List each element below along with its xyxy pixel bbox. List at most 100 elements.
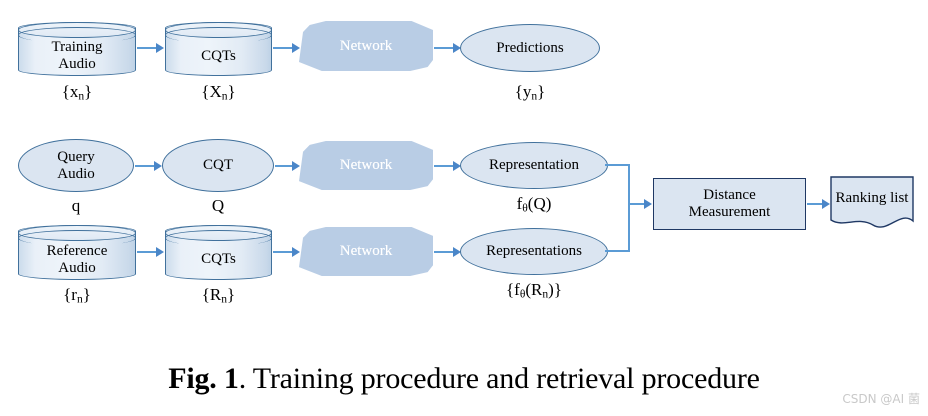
label-representation-theta: θ xyxy=(522,201,528,215)
node-distance-measurement: Distance Measurement xyxy=(653,178,806,230)
cylinder-rim-inner xyxy=(164,27,273,43)
label-representations-mid: (R xyxy=(525,280,543,299)
ranking-list-document-icon xyxy=(830,176,914,228)
arrow-reference-cqts-to-network xyxy=(273,251,295,253)
arrow-training-cqts-to-network xyxy=(273,47,295,49)
label-query-audio: q xyxy=(18,196,134,216)
figure-caption-text: . Training procedure and retrieval proce… xyxy=(238,362,760,395)
node-query-cqt-label: CQT xyxy=(203,157,233,174)
connector-merge-to-distance xyxy=(628,203,646,205)
node-training-predictions: Predictions xyxy=(460,24,600,72)
cylinder-rim-inner xyxy=(17,27,137,43)
label-training-audio-end: } xyxy=(84,82,93,101)
label-reference-audio-end: } xyxy=(82,285,91,304)
label-reference-cqts-text: {R xyxy=(201,285,222,304)
label-reference-cqts: {Rn} xyxy=(165,285,272,306)
node-query-audio-line2: Audio xyxy=(57,165,95,182)
arrow-head-reference-1 xyxy=(156,247,164,257)
label-query-representation: fθ(Q) xyxy=(460,194,608,215)
label-reference-audio-sub: n xyxy=(76,292,83,306)
arrow-head-query-3 xyxy=(453,161,461,171)
arrow-query-cqt-to-network xyxy=(275,165,295,167)
node-reference-audio-line2: Audio xyxy=(58,259,96,276)
node-reference-representations: Representations xyxy=(460,228,608,275)
label-predictions-text: {y xyxy=(514,82,532,101)
connector-representations-bottom xyxy=(605,250,630,252)
node-reference-network-label: Network xyxy=(339,243,393,259)
node-training-cqts: CQTs xyxy=(164,21,273,76)
arrow-head-distance-to-ranking xyxy=(822,199,830,209)
label-reference-cqts-end: } xyxy=(227,285,236,304)
node-training-predictions-label: Predictions xyxy=(496,39,564,56)
node-training-audio: Training Audio xyxy=(17,21,137,76)
arrow-head-training-2 xyxy=(292,43,300,53)
arrow-distance-to-ranking xyxy=(807,203,824,205)
node-distance-measurement-line1: Distance xyxy=(703,186,756,203)
label-predictions-sub: n xyxy=(531,89,538,103)
node-reference-representations-label: Representations xyxy=(486,243,582,260)
arrow-training-network-to-predictions xyxy=(434,47,456,49)
arrow-training-audio-to-cqts xyxy=(137,47,159,49)
node-query-audio: Query Audio xyxy=(18,139,134,192)
arrow-head-query-2 xyxy=(292,161,300,171)
node-query-network-label: Network xyxy=(339,157,393,173)
node-reference-audio-line1: Reference xyxy=(46,242,108,259)
label-training-audio-text: {x xyxy=(61,82,79,101)
label-query-cqt: Q xyxy=(162,196,274,216)
node-ranking-list-label: Ranking list xyxy=(835,190,909,206)
node-query-cqt: CQT xyxy=(162,139,274,192)
label-representations-end: )} xyxy=(548,280,562,299)
node-query-audio-line1: Query xyxy=(57,148,95,165)
label-representation-f: f xyxy=(516,194,523,213)
node-training-network-label: Network xyxy=(339,37,393,54)
figure-caption: Fig. 1. Training procedure and retrieval… xyxy=(0,362,928,396)
label-representations-theta: θ xyxy=(519,287,526,301)
arrow-head-reference-2 xyxy=(292,247,300,257)
label-query-audio-text: q xyxy=(71,196,81,215)
label-reference-representations: {fθ(Rn)} xyxy=(455,280,613,301)
node-distance-measurement-line2: Measurement xyxy=(688,204,771,220)
node-ranking-list: Ranking list xyxy=(830,176,914,232)
label-reference-audio: {rn} xyxy=(18,285,136,306)
node-training-audio-line2: Audio xyxy=(58,56,96,72)
label-predictions-end: } xyxy=(537,82,546,101)
node-reference-cqts: CQTs xyxy=(164,224,273,280)
label-predictions: {yn} xyxy=(460,82,600,103)
arrow-reference-network-to-representations xyxy=(434,251,456,253)
label-reference-cqts-sub: n xyxy=(221,292,228,306)
label-query-cqt-text: Q xyxy=(211,196,225,215)
arrow-head-merge-to-distance xyxy=(644,199,652,209)
label-training-cqts-end: } xyxy=(227,82,236,101)
figure-number: Fig. 1 xyxy=(168,362,239,395)
label-training-cqts: {Xn} xyxy=(165,82,272,103)
label-representations-f: {f xyxy=(506,280,520,299)
node-query-network: Network xyxy=(299,141,433,190)
node-training-cqts-label: CQTs xyxy=(201,47,236,64)
csdn-watermark: CSDN @AI 菌 xyxy=(842,392,920,406)
label-training-audio: {xn} xyxy=(18,82,136,103)
node-training-audio-line1: Training xyxy=(51,39,103,56)
arrow-head-reference-3 xyxy=(453,247,461,257)
arrow-head-query-1 xyxy=(154,161,162,171)
label-training-audio-sub: n xyxy=(78,89,85,103)
arrow-head-training-1 xyxy=(156,43,164,53)
arrow-head-training-3 xyxy=(453,43,461,53)
cylinder-rim-inner xyxy=(164,230,273,246)
label-reference-audio-text: {r xyxy=(63,285,77,304)
label-training-cqts-text: {X xyxy=(201,82,222,101)
label-representations-sub-n: n xyxy=(542,287,549,301)
arrow-reference-audio-to-cqts xyxy=(137,251,159,253)
arrow-query-network-to-representation xyxy=(434,165,456,167)
node-training-network: Network xyxy=(299,21,433,71)
connector-representation-top xyxy=(605,164,630,166)
node-query-representation: Representation xyxy=(460,142,608,189)
node-reference-cqts-label: CQTs xyxy=(201,251,236,268)
label-representation-arg: (Q) xyxy=(527,194,552,213)
connector-vertical-merge xyxy=(628,164,630,252)
node-reference-audio: Reference Audio xyxy=(17,224,137,280)
node-reference-network: Network xyxy=(299,227,433,276)
cylinder-rim-inner xyxy=(17,230,137,246)
arrow-query-audio-to-cqt xyxy=(135,165,157,167)
label-training-cqts-sub: n xyxy=(221,89,228,103)
